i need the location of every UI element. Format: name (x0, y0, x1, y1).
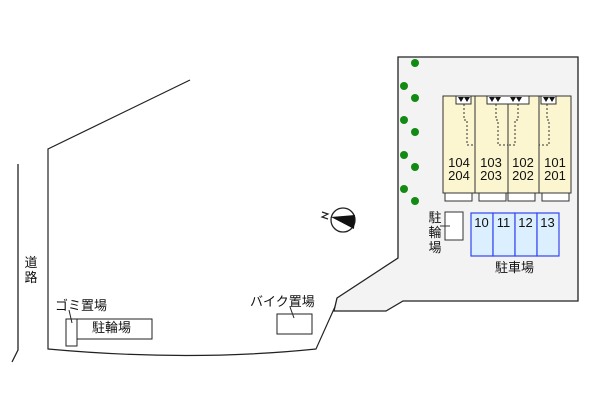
site-boundary (47, 79, 339, 357)
road-label: 道路 (24, 256, 38, 286)
parking-slot-number: 11 (496, 215, 511, 230)
garbage-label: ゴミ置場 (55, 299, 108, 314)
parking-slot-number: 12 (518, 215, 533, 230)
road-edge (11, 164, 19, 363)
bike-parking-label: バイク置場 (250, 295, 315, 310)
bicycle-parking-right-label: 駐輪場 (428, 211, 442, 256)
bike-parking-area (276, 313, 313, 335)
car-parking-label: 駐車場 (495, 261, 535, 276)
bicycle-parking-left-area (76, 318, 153, 340)
bicycle-parking-left-label: 駐輪場 (92, 321, 132, 336)
tree-icons (400, 59, 419, 205)
parking-slot-number: 13 (540, 215, 555, 230)
apartment-building (442, 95, 572, 202)
parking-slot-number: 10 (474, 215, 489, 230)
car-parking-area (470, 212, 560, 257)
north-compass-icon (320, 207, 356, 233)
